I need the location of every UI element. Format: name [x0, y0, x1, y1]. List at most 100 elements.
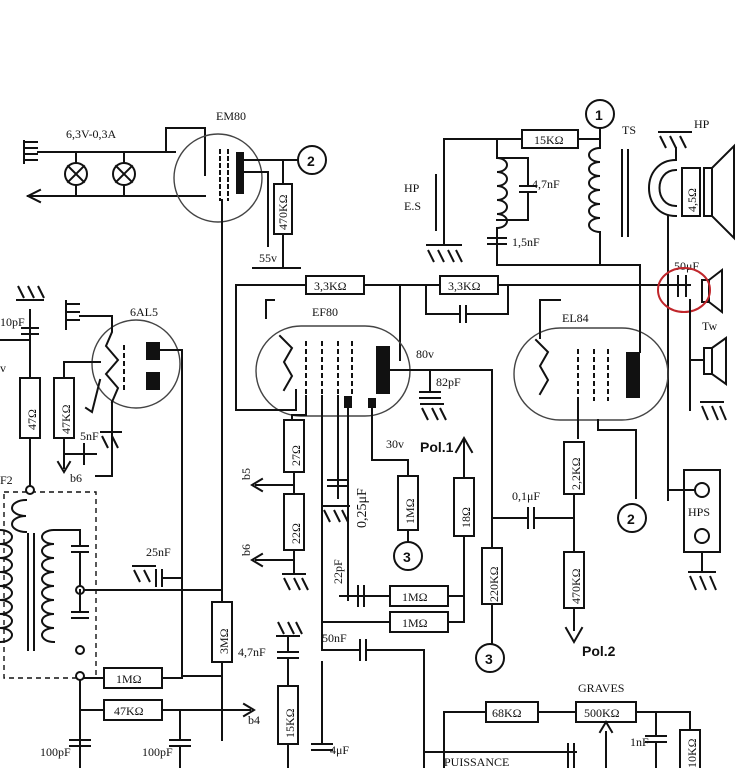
cap-4-7nf-ts-label: 4,7nF [532, 177, 560, 191]
heater-voltage-label: 6,3V-0,3A [66, 127, 117, 141]
svg-text:27Ω: 27Ω [289, 445, 303, 466]
ground-icon [132, 565, 156, 583]
cap-82pf-label: 82pF [436, 375, 461, 389]
svg-text:1MΩ: 1MΩ [402, 590, 428, 604]
b6-label: b6 [70, 471, 82, 485]
b4-label: b4 [248, 713, 260, 727]
resistor-1m-b: 1MΩ [389, 611, 449, 633]
resistor-47k: 47KΩ [53, 377, 75, 439]
resistor-22-ohm: 22Ω [283, 493, 305, 551]
speaker-hp-label: HP [694, 117, 710, 131]
voltage-55v-label: 55v [259, 251, 277, 265]
resistor-10k: 10KΩ [679, 729, 701, 768]
pol2-label: Pol.2 [582, 643, 616, 659]
voltage-80v-label: 80v [416, 347, 434, 361]
cap-0-25uf-label: 0,25μF [355, 488, 370, 528]
ground-icon [100, 431, 122, 449]
resistor-47k-b: 47KΩ [103, 699, 163, 721]
heater-circuit: 6,3V-0,3A [23, 127, 206, 204]
ground-icon [688, 571, 717, 591]
cap-1nf-label: 1nF [630, 735, 649, 749]
svg-text:500KΩ: 500KΩ [584, 706, 620, 720]
resistor-3m: 3MΩ [211, 601, 233, 663]
resistor-470k-em80: 470KΩ [273, 183, 293, 235]
resistor-3-3k-a: 3,3KΩ [305, 275, 365, 295]
svg-text:HPS: HPS [688, 505, 710, 519]
svg-text:15KΩ: 15KΩ [283, 708, 297, 738]
svg-text:3: 3 [403, 549, 411, 565]
cap-50nf-label: 50nF [322, 631, 347, 645]
tube-em80: EM80 [173, 109, 299, 591]
ground-icon [16, 285, 45, 301]
tweeter-label: Tw [702, 319, 717, 333]
node-2-top: 2 [297, 145, 327, 175]
tube-6al5-label: 6AL5 [130, 305, 158, 319]
svg-text:3: 3 [485, 651, 493, 667]
cap-4uf-label: 4μF [330, 743, 349, 757]
ground-icon [658, 131, 692, 149]
node-3-mid: 3 [393, 541, 423, 571]
resistor-500k: 500KΩ [575, 701, 637, 723]
node-1: 1 [585, 99, 615, 129]
inductor-coil [495, 156, 508, 230]
svg-text:2: 2 [627, 511, 635, 527]
svg-text:HP: HP [404, 181, 420, 195]
v-label: v [0, 361, 6, 375]
svg-text:4,5Ω: 4,5Ω [685, 188, 699, 212]
tube-em80-label: EM80 [216, 109, 246, 123]
speaker-icon [703, 143, 735, 241]
highlight-circle [657, 267, 711, 313]
transformer-ts-label: TS [622, 123, 636, 137]
tube-6al5: 6AL5 [91, 305, 181, 409]
resistor-18-ohm: 18Ω [453, 477, 475, 537]
resistor-4-5-ohm: 4,5Ω [681, 167, 701, 217]
resistor-68k: 68KΩ [485, 701, 539, 723]
es-switch: HP E.S [404, 174, 437, 231]
svg-text:68KΩ: 68KΩ [492, 706, 522, 720]
pol1-label: Pol.1 [420, 439, 454, 455]
svg-text:47KΩ: 47KΩ [114, 704, 144, 718]
cap-100pf-a-label: 100pF [40, 745, 71, 759]
ground-icon [322, 505, 350, 523]
cap-4-7nf-label: 4,7nF [238, 645, 266, 659]
tube-el84-label: EL84 [562, 311, 589, 325]
svg-text:1MΩ: 1MΩ [403, 498, 417, 524]
tube-el84: EL84 [513, 311, 669, 421]
b6b-label: b6 [239, 544, 253, 556]
ground-icon [65, 300, 80, 330]
svg-text:10KΩ: 10KΩ [685, 738, 699, 768]
svg-text:470KΩ: 470KΩ [276, 194, 290, 230]
svg-text:15KΩ: 15KΩ [534, 133, 564, 147]
resistor-1m-pol: 1MΩ [397, 475, 419, 531]
if-coil-right [41, 528, 56, 644]
cap-5nf-label: 5nF [80, 429, 99, 443]
svg-text:1MΩ: 1MΩ [116, 672, 142, 686]
svg-text:3,3KΩ: 3,3KΩ [314, 279, 347, 293]
puissance-label: PUISSANCE [444, 755, 509, 768]
cap-22pf-label: 22pF [331, 559, 345, 584]
ground-icon [420, 403, 447, 421]
ground-icon [700, 401, 727, 421]
svg-text:E.S: E.S [404, 199, 421, 213]
resistor-15k-b: 15KΩ [277, 685, 299, 745]
transformer-primary [588, 146, 602, 234]
resistor-1m-a: 1MΩ [389, 585, 449, 607]
ground-icon [282, 573, 309, 591]
svg-text:3MΩ: 3MΩ [217, 628, 231, 654]
pilot-lamp-icon [112, 162, 136, 186]
tube-ef80-label: EF80 [312, 305, 338, 319]
node-2-right: 2 [617, 503, 647, 533]
resistor-3-3k-b: 3,3KΩ [439, 275, 499, 295]
svg-text:47KΩ: 47KΩ [59, 404, 73, 434]
cap-10pf-label: 10pF [0, 315, 25, 329]
svg-text:2,2KΩ: 2,2KΩ [569, 457, 583, 490]
node-3-bottom: 3 [475, 643, 505, 673]
resistor-2-2k: 2,2KΩ [563, 441, 585, 495]
cap-100pf-b-label: 100pF [142, 745, 173, 759]
resistor-220k: 220KΩ [481, 547, 503, 605]
svg-text:18Ω: 18Ω [459, 507, 473, 528]
graves-label: GRAVES [578, 681, 624, 695]
resistor-470k: 470KΩ [563, 551, 585, 609]
resistor-1m-c: 1MΩ [103, 667, 163, 689]
cap-0-1uf-label: 0,1μF [512, 489, 540, 503]
